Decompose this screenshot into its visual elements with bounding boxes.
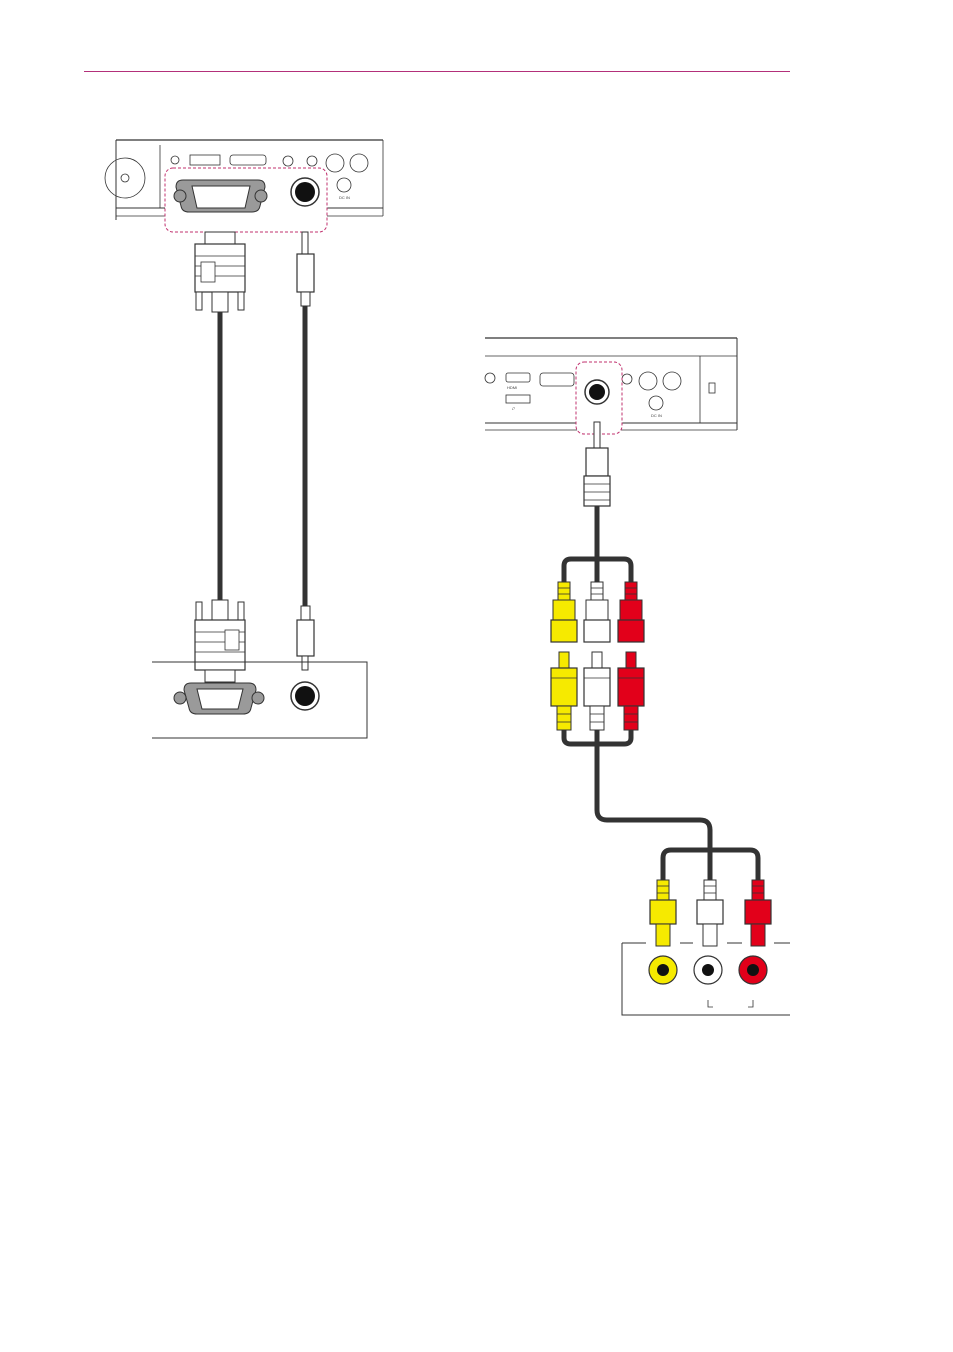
av-cable	[597, 744, 710, 850]
gender-rca-plugs-bottom	[551, 652, 644, 730]
video-plug-device	[650, 880, 676, 946]
rgb-in-port	[174, 180, 267, 212]
audio-plug-top	[297, 232, 314, 306]
projector-rear-panel-right: HDMI ⮏ DC IN	[485, 338, 737, 434]
audio-left-plug-device	[697, 880, 723, 946]
right-diagram: HDMI ⮏ DC IN	[485, 338, 790, 1015]
dc-in-label: DC IN	[339, 195, 350, 200]
left-diagram: DC IN	[105, 140, 383, 738]
audio-right-plug-device	[745, 880, 771, 946]
usb-icon: ⮏	[512, 406, 515, 411]
av-device-plugs	[650, 880, 771, 946]
audio-left-plug-top	[584, 582, 610, 642]
gender-rca-plugs-top	[551, 582, 644, 642]
hdmi-label: HDMI	[507, 385, 517, 390]
audio-plug-bottom	[297, 606, 314, 670]
pc-panel	[152, 662, 367, 738]
vga-plug-bottom	[195, 600, 245, 682]
dc-in-label-right: DC IN	[651, 413, 662, 418]
audio-left-plug-bottom	[584, 652, 610, 730]
video-plug-top	[551, 582, 577, 642]
focus-dial-icon	[105, 158, 145, 198]
audio-left-bracket	[708, 1000, 713, 1007]
lock-icon	[709, 383, 715, 393]
vga-plug-top	[195, 232, 245, 312]
pc-rgb-out-port	[174, 683, 264, 714]
audio-right-plug-bottom	[618, 652, 644, 730]
video-plug-bottom	[551, 652, 577, 730]
av-device-panel	[622, 943, 790, 1015]
av-minijack-plug	[584, 422, 610, 506]
audio-right-plug-top	[618, 582, 644, 642]
projector-rear-panel-left: DC IN	[105, 140, 383, 232]
audio-right-bracket	[748, 1000, 753, 1007]
